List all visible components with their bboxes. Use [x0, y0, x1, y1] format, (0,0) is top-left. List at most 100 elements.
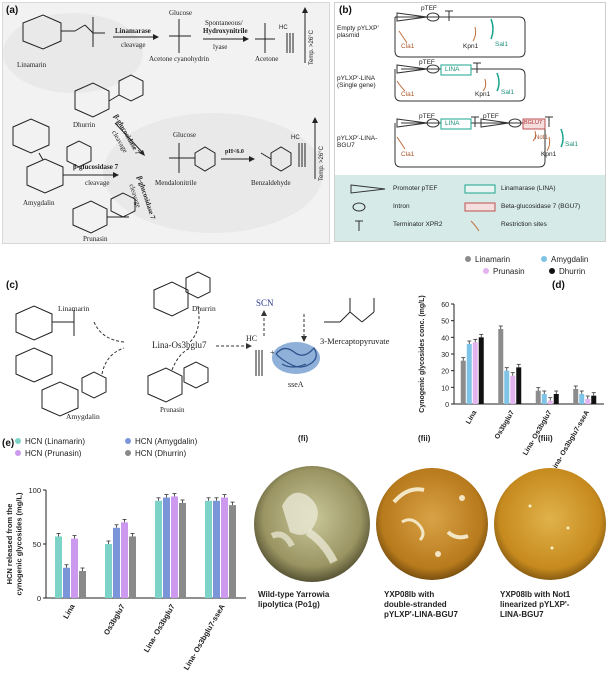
- panel-a: (a): [2, 2, 330, 244]
- plate-caption-1: Wild-type Yarrowia lipolytica (Po1g): [258, 590, 329, 610]
- legend-promoter: Promoter pTEF: [393, 185, 438, 192]
- temp-label-2: Temp. >26°C: [319, 146, 325, 181]
- plate-caption-1-line2: lipolytica (Po1g): [258, 600, 320, 609]
- y-tick-label: 100: [28, 486, 41, 495]
- panel-a-schematic: [3, 7, 323, 234]
- bar: [79, 571, 86, 598]
- legend-terminator: Terminator XPR2: [393, 221, 443, 228]
- glucose-label-1: Glucose: [169, 9, 192, 17]
- cla1-label-3: Cla1: [401, 151, 415, 158]
- plasmid-maps: [394, 10, 564, 168]
- plasmid-empty: [394, 10, 526, 58]
- panel-e-label: (e): [2, 438, 15, 449]
- cla1-label-2: Cla1: [401, 91, 415, 98]
- legend-marker: [15, 438, 21, 444]
- plate-caption-3-line1: YXP08lb with Not1: [500, 590, 571, 599]
- bar: [163, 497, 170, 598]
- c-amygdalin-label: Amygdalin: [66, 412, 100, 421]
- kpn1-label-1: Kpn1: [463, 43, 479, 50]
- panel-f: (fi) (fii) (fiii) Wild-type Yarrowia lip…: [252, 434, 608, 676]
- plate-caption-3-line3: LINA-BGU7: [500, 610, 544, 619]
- bar: [591, 395, 597, 404]
- prunasin-structure: [72, 192, 136, 234]
- ptef-label-3: pTEF: [419, 113, 435, 120]
- bglu7-box-label: BGLU7: [524, 120, 543, 126]
- plate-caption-2-line2: double-stranded: [384, 600, 447, 609]
- y-tick-label: 50: [33, 540, 41, 549]
- cleavage-label-3: cleavage: [85, 179, 110, 187]
- legend-bgu7: Beta-glucosidase 7 (BGU7): [501, 203, 581, 210]
- prunasin-label: Prunasin: [83, 235, 108, 243]
- c-linamarin-label: Linamarin: [58, 304, 90, 313]
- plate-caption-2-line3: pYLXP'-LINA-BGU7: [384, 610, 458, 619]
- lyase-label: lyase: [213, 43, 228, 51]
- y-tick-label: 0: [445, 402, 449, 409]
- kpn1-label-2: Kpn1: [475, 91, 491, 98]
- linamarase-label: Linamarase: [115, 27, 151, 35]
- bar: [573, 389, 579, 404]
- ssea-protein: [272, 342, 320, 374]
- y-axis-label: HCN released from thecynogenic glycoside…: [5, 492, 24, 595]
- ptef-label-1: pTEF: [421, 5, 437, 12]
- amygdalin-label: Amygdalin: [23, 199, 55, 207]
- c-enzyme-label: Lina-Os3bglu7: [152, 340, 207, 350]
- c-scn-label: SCN: [256, 298, 274, 308]
- legend-label: Amygdalin: [551, 255, 588, 264]
- x-tick-label: Lina: [61, 602, 77, 621]
- x-tick-label: Lina: [465, 409, 478, 425]
- c-plus-label: +: [270, 348, 275, 357]
- c-ssea-label: sseA: [288, 380, 304, 389]
- mandelonitrile-structure: [169, 143, 216, 173]
- panel-b: (b): [334, 2, 606, 242]
- bar: [221, 497, 228, 598]
- bar: [179, 502, 186, 598]
- cleavage-label-1: cleavage: [121, 41, 146, 49]
- lina-label-1: LINA: [445, 66, 460, 73]
- c-mercapto-label: 3-Mercaptopyruvate: [320, 336, 390, 346]
- legend-label: HCN (Dhurrin): [135, 449, 186, 458]
- legend-label: Prunasin: [493, 267, 525, 276]
- plate-double-stranded: [376, 468, 488, 580]
- bar: [460, 360, 466, 404]
- bar: [229, 505, 236, 598]
- bglu7-label-b: β-glucosidase 7: [73, 163, 119, 171]
- bar: [510, 375, 516, 404]
- dhurrin-label: Dhurrin: [73, 121, 96, 129]
- bar: [155, 500, 162, 598]
- legend-marker: [125, 438, 131, 444]
- x-tick-label: Os3bglu7: [102, 603, 127, 637]
- y-axis-label: Cynogenic glycosides conc. (mg/L): [419, 295, 426, 412]
- legend-label: HCN (Prunasin): [25, 449, 82, 458]
- c-prunasin-label: Prunasin: [160, 406, 185, 414]
- panel-a-label: (a): [6, 5, 19, 16]
- cla1-label-1: Cla1: [401, 43, 415, 50]
- legend-label: Linamarin: [475, 255, 510, 264]
- c-hcn-label: HC: [246, 334, 258, 343]
- legend-label: Dhurrin: [559, 267, 585, 276]
- plate-tag-fii: (fii): [418, 434, 431, 443]
- hydroxynitrile-label: Hydroxynitrile: [203, 27, 248, 35]
- legend-marker: [483, 268, 489, 274]
- plate-caption-3-line2: linearized pYLXP'-: [500, 600, 570, 609]
- x-tick-label: Lina- Os3bglu7-sseA: [182, 602, 227, 672]
- plasmid-legend: Promoter pTEF Intron Terminator XPR2 Lin…: [335, 175, 605, 241]
- plate-tag-fi: (fi): [298, 434, 309, 443]
- plate-caption-3: YXP08lb with Not1 linearized pYLXP'- LIN…: [500, 590, 570, 620]
- bar: [579, 394, 585, 404]
- hcn-label-1: HC: [279, 25, 288, 31]
- plasmid2-label: pYLXP'-LINA (Single gene): [337, 75, 376, 89]
- legend-marker: [549, 268, 555, 274]
- bar: [205, 500, 212, 598]
- panel-c-schematic: [15, 271, 375, 417]
- dhurrin-structure: [74, 74, 144, 118]
- plasmid-lina: [394, 62, 526, 102]
- bar: [466, 344, 472, 404]
- bar: [547, 400, 553, 404]
- acetone-cyanohydrin-label: Acetone cyanohydrin: [149, 55, 210, 63]
- plasmid3-label: pYLXP'-LINA-BGU7: [337, 135, 378, 149]
- bar: [498, 329, 504, 404]
